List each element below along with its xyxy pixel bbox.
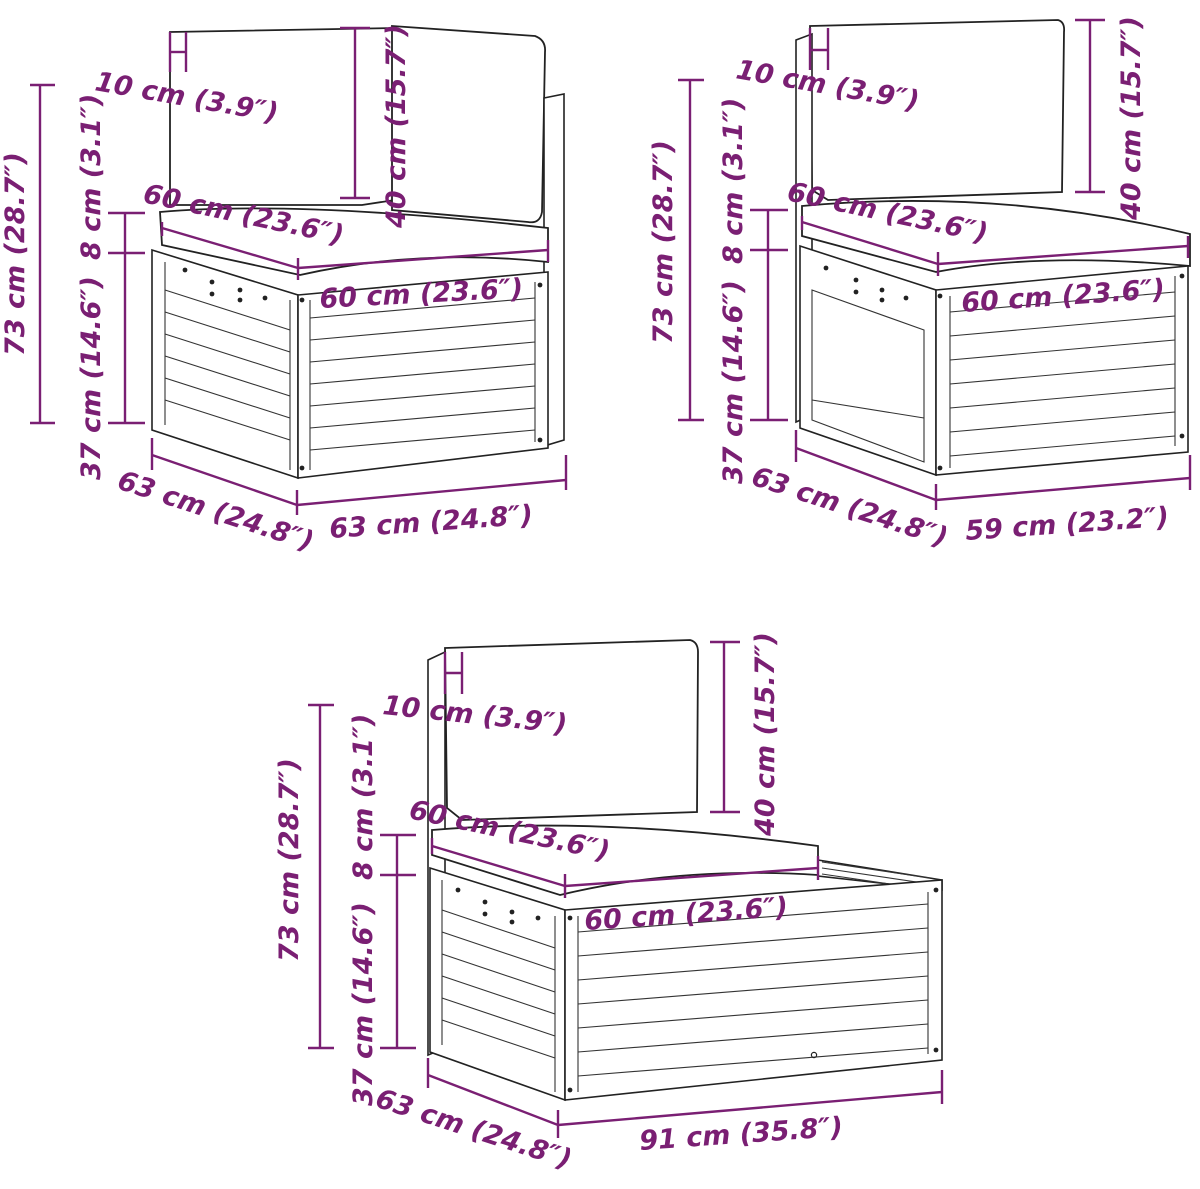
corner-side-cushion <box>391 25 546 224</box>
corner-back-cushion <box>169 27 396 206</box>
side-total-height-label: 73 cm (28.7″) <box>274 758 305 962</box>
corner-cushion-label: 8 cm (3.1″) <box>76 94 107 260</box>
side-seat-height-label: 37 cm (14.6″) <box>348 902 379 1106</box>
corner-width-label: 63 cm (24.8″) <box>328 500 534 545</box>
corner-seat-height-label: 37 cm (14.6″) <box>76 276 107 480</box>
middle-width-label: 59 cm (23.2″) <box>964 502 1170 547</box>
side-table-module: 10 cm (3.9″) 40 cm (15.7″) 73 cm (28.7″)… <box>274 632 944 1176</box>
side-back-height-label: 40 cm (15.7″) <box>750 632 781 837</box>
corner-depth-label: 63 cm (24.8″) <box>114 465 317 557</box>
middle-module: 10 cm (3.9″) 40 cm (15.7″) 73 cm (28.7″)… <box>648 16 1192 554</box>
side-cushion-label: 8 cm (3.1″) <box>348 714 379 880</box>
side-depth-label: 63 cm (24.8″) <box>372 1083 575 1175</box>
side-width-label: 91 cm (35.8″) <box>638 1112 844 1157</box>
middle-total-height-label: 73 cm (28.7″) <box>648 140 679 344</box>
middle-front-frame <box>935 265 1189 476</box>
middle-seat-cushion <box>801 200 1191 273</box>
side-back-cushion <box>444 639 699 821</box>
corner-left-frame <box>151 248 299 480</box>
middle-back-height-label: 40 cm (15.7″) <box>1116 16 1147 221</box>
side-left-frame <box>429 866 566 1102</box>
middle-back-cushion <box>809 19 1066 201</box>
corner-front-frame <box>297 271 549 479</box>
corner-back-height-label: 40 cm (15.7″) <box>381 24 412 229</box>
corner-total-height-label: 73 cm (28.7″) <box>0 152 31 356</box>
corner-module: 10 cm (3.9″) 40 cm (15.7″) 73 cm (28.7″)… <box>0 24 568 558</box>
middle-cushion-label: 8 cm (3.1″) <box>718 98 749 264</box>
middle-depth-label: 63 cm (24.8″) <box>748 461 951 553</box>
middle-seat-height-label: 37 cm (14.6″) <box>718 280 749 484</box>
